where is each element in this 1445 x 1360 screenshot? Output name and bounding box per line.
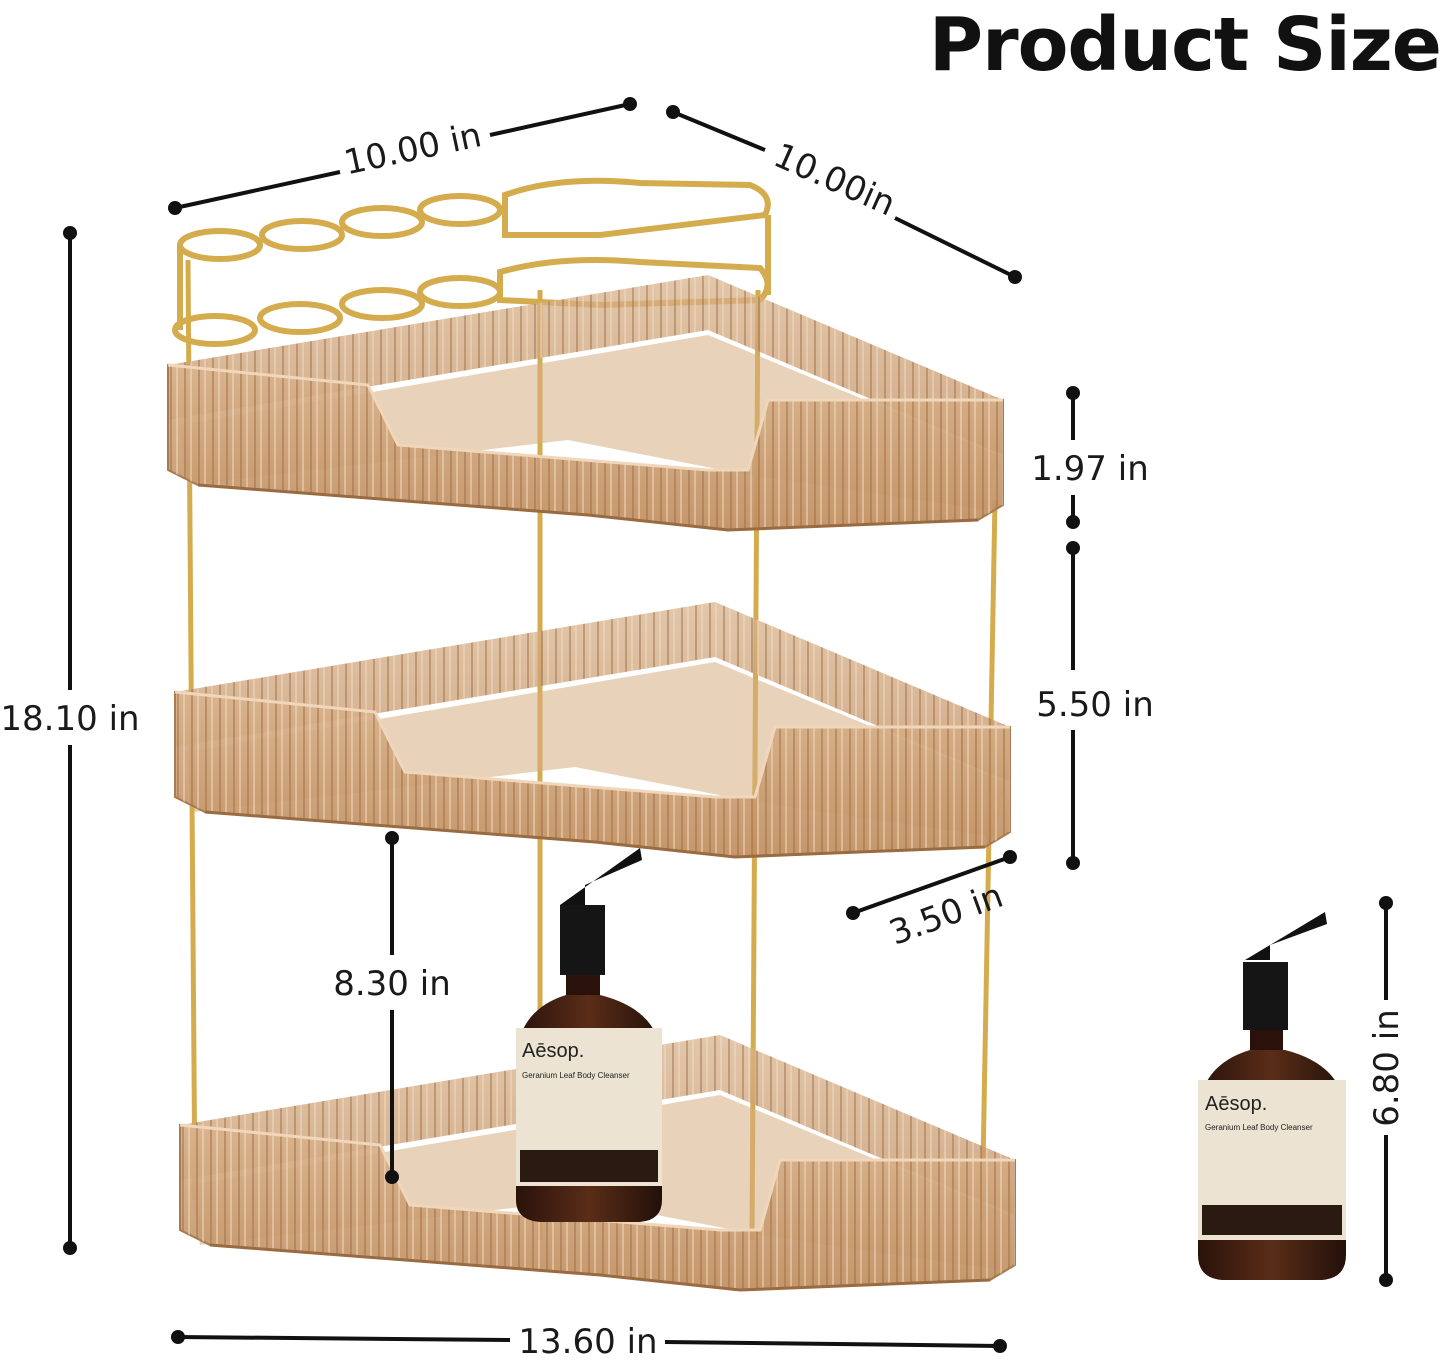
tier-gap-label: 5.50 in [1036, 685, 1154, 725]
top-depth-label: 10.00in [768, 136, 902, 225]
bottle-brand: Aēsop. [522, 1040, 584, 1062]
dimension-lines [63, 97, 1393, 1353]
bottle-product: Geranium Leaf Body Cleanser [522, 1071, 630, 1080]
bottle-height-label: 6.80 in [1367, 1009, 1407, 1127]
middle-shelf [173, 600, 1012, 859]
top-width-label: 10.00 in [341, 115, 485, 183]
shelf-depth-label: 3.50 in [884, 876, 1008, 954]
top-shelf [166, 273, 1005, 532]
bottle-on-shelf: Aēsop. Geranium Leaf Body Cleanser [516, 848, 662, 1222]
bottle-product-2: Geranium Leaf Body Cleanser [1205, 1123, 1313, 1132]
page-title: Product Size [928, 2, 1442, 88]
basket-height-label: 1.97 in [1031, 449, 1149, 489]
toothbrush-holder [172, 177, 771, 347]
base-width-label: 13.60 in [518, 1322, 657, 1360]
bottle-brand-2: Aēsop. [1205, 1093, 1267, 1115]
bottom-clearance-label: 8.30 in [333, 964, 451, 1004]
total-height-label: 18.10 in [0, 699, 139, 739]
bottle-standalone: Aēsop. Geranium Leaf Body Cleanser [1198, 912, 1346, 1280]
